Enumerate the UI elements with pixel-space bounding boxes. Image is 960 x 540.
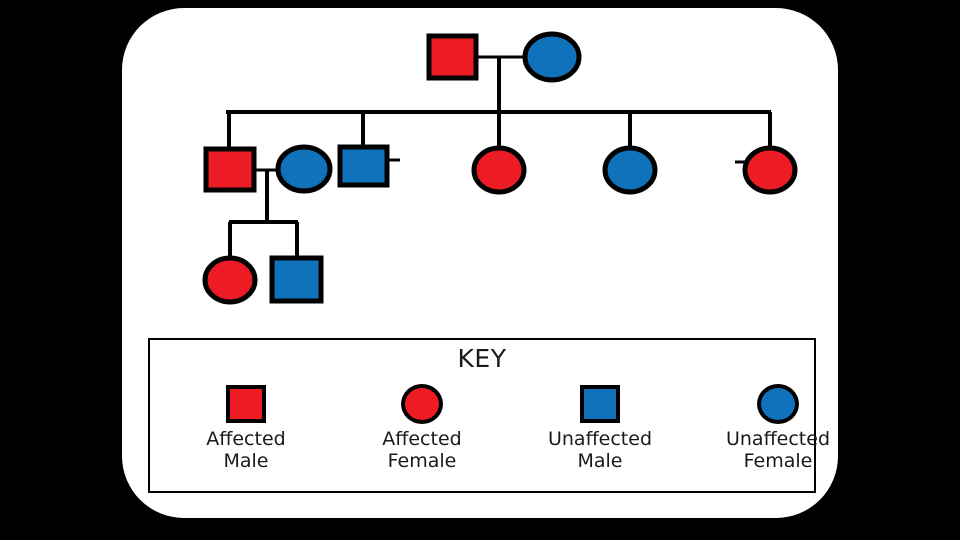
key-entry-unaffected-female: Unaffected Female bbox=[698, 382, 858, 472]
individual-II-4-affected-female[interactable] bbox=[471, 145, 527, 195]
individual-II-1-affected-male[interactable] bbox=[203, 146, 257, 193]
individual-I-2-unaffected-female[interactable] bbox=[522, 31, 582, 83]
key-symbol-wrap bbox=[698, 382, 858, 426]
key-symbol-wrap bbox=[166, 382, 326, 426]
individual-II-2-unaffected-female[interactable] bbox=[275, 144, 333, 194]
individual-III-1-affected-female[interactable] bbox=[202, 255, 258, 305]
affected-male-square-icon bbox=[226, 385, 266, 423]
affected-female-circle-icon bbox=[401, 384, 443, 424]
individual-III-2-unaffected-male[interactable] bbox=[269, 255, 324, 304]
unaffected-male-square-icon bbox=[580, 385, 620, 423]
key-entry-affected-female: Affected Female bbox=[342, 382, 502, 472]
key-symbol-wrap bbox=[342, 382, 502, 426]
unaffected-female-circle-icon bbox=[757, 384, 799, 424]
key-entry-unaffected-male: Unaffected Male bbox=[520, 382, 680, 472]
key-entry-label: Affected Male bbox=[206, 428, 286, 472]
key-entry-label: Unaffected Male bbox=[547, 428, 653, 472]
individual-II-5-unaffected-female[interactable] bbox=[602, 145, 658, 195]
key-entry-affected-male: Affected Male bbox=[166, 382, 326, 472]
individual-II-3-unaffected-male[interactable] bbox=[337, 144, 390, 188]
key-legend-box: KEY Affected Male Affected Female Unaffe… bbox=[148, 338, 830, 493]
individual-II-6-affected-female[interactable] bbox=[742, 145, 798, 195]
key-symbol-wrap bbox=[520, 382, 680, 426]
individual-I-1-affected-male[interactable] bbox=[426, 33, 479, 81]
key-title: KEY bbox=[457, 344, 507, 373]
key-entry-label: Unaffected Female bbox=[725, 428, 831, 472]
key-entry-label: Affected Female bbox=[382, 428, 462, 472]
